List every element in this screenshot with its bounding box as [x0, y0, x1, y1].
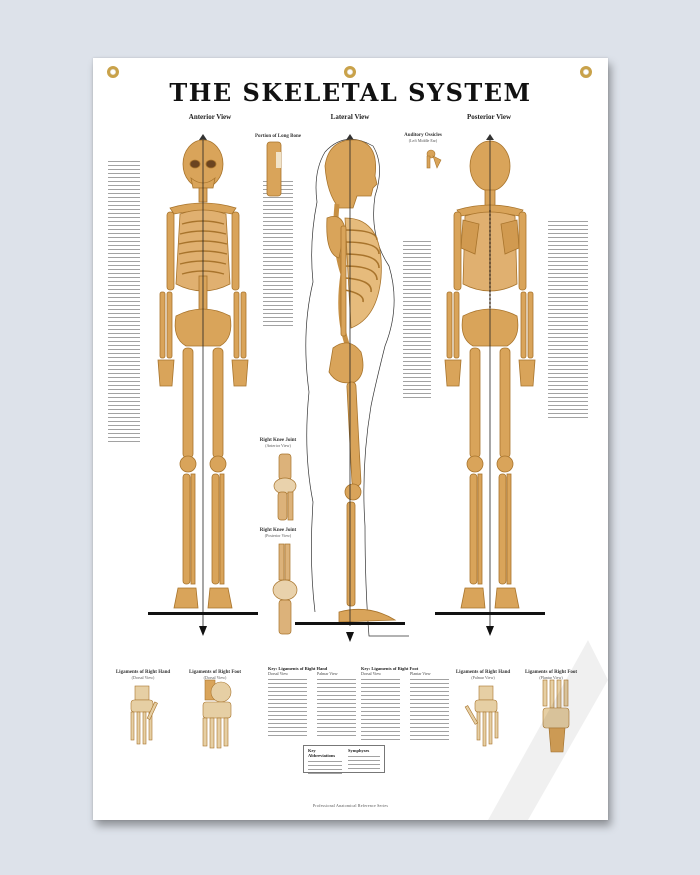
- long-bone-label: Portion of Long Bone: [255, 134, 301, 139]
- lateral-view-label: Lateral View: [330, 113, 370, 121]
- hand-palmar-illustration: [464, 685, 499, 747]
- auditory-ossicles-label: Auditory Ossicles(Left Middle Ear): [404, 133, 442, 143]
- poster-title: THE SKELETAL SYSTEM: [169, 78, 532, 107]
- foot-dorsal-label: Ligaments of Right Foot(Dorsal View): [188, 670, 242, 680]
- grommet-left: [107, 66, 119, 78]
- knee-posterior-label: Right Knee Joint(Posterior View): [259, 528, 297, 538]
- knee-posterior-illustration: [272, 543, 298, 635]
- hand-palmar-label: Ligaments of Right Hand(Palmar View): [455, 670, 511, 680]
- posterior-view-label: Posterior View: [467, 113, 511, 121]
- key-hand-ligaments: Key: Ligaments of Right Hand Dorsal View…: [268, 666, 356, 739]
- knee-anterior-label: Right Knee Joint(Anterior View): [259, 438, 297, 448]
- long-bone-illustration: [266, 141, 282, 197]
- posterior-skeleton-illustration: [435, 134, 545, 636]
- poster-footer: Professional Anatomical Reference Series: [312, 803, 389, 808]
- hand-dorsal-illustration: [130, 685, 158, 745]
- anterior-skeleton-illustration: [148, 134, 258, 636]
- watermark-graphic: [488, 640, 608, 820]
- lateral-skeleton-illustration: [295, 134, 409, 642]
- abbreviations-legend: Key Abbreviations Symphyses: [303, 745, 385, 774]
- hand-dorsal-label: Ligaments of Right Hand(Dorsal View): [115, 670, 171, 680]
- key-foot-ligaments: Key: Ligaments of Right Foot Dorsal View…: [361, 666, 449, 743]
- auditory-ossicles-illustration: [426, 149, 442, 169]
- foot-plantar-label: Ligaments of Right Foot(Plantar View): [524, 670, 578, 680]
- anterior-view-label: Anterior View: [188, 113, 232, 121]
- anterior-right-labels: [263, 178, 293, 329]
- knee-anterior-illustration: [273, 453, 297, 521]
- skeletal-system-poster: THE SKELETAL SYSTEM Anterior View Latera…: [93, 58, 608, 820]
- foot-plantar-illustration: [542, 679, 570, 753]
- grommet-right: [580, 66, 592, 78]
- posterior-right-labels: [548, 218, 588, 421]
- posterior-left-labels: [403, 238, 431, 401]
- anterior-left-labels: [108, 158, 140, 445]
- grommet-center: [344, 66, 356, 78]
- foot-dorsal-illustration: [202, 679, 232, 749]
